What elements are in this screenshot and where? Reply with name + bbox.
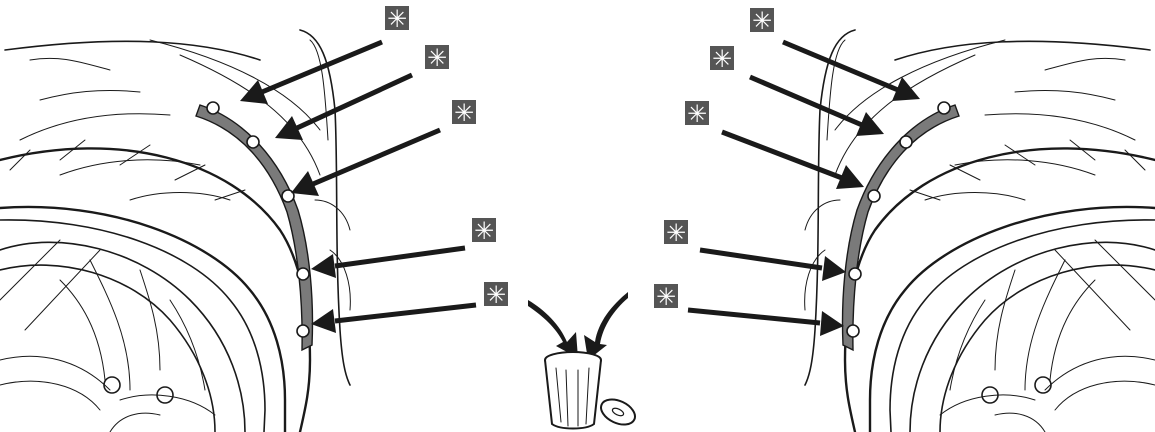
right-wheel-arch: [804, 29, 1155, 432]
right-clip-2: [899, 135, 913, 149]
discard-arrow-right-icon: [584, 292, 628, 360]
left-wheel-arch-moulding: [195, 104, 314, 352]
left-clips: [206, 101, 310, 338]
left-badge-5: ✳: [484, 281, 508, 309]
left-badges: ✳ ✳ ✳ ✳ ✳: [385, 5, 508, 309]
svg-text:✳: ✳: [687, 100, 707, 128]
right-arrows: [687, 39, 920, 336]
svg-text:✳: ✳: [474, 217, 494, 245]
right-badge-5: ✳: [654, 283, 678, 311]
left-wheel-arch: [0, 29, 351, 432]
right-wheel-arch-moulding: [841, 104, 960, 352]
right-badge-3: ✳: [685, 100, 709, 128]
left-badge-3: ✳: [452, 99, 476, 127]
right-clip-4: [848, 267, 862, 281]
right-clip-5: [846, 324, 860, 338]
svg-text:✳: ✳: [656, 283, 676, 311]
trash-bin-icon: [528, 292, 636, 430]
svg-text:✳: ✳: [712, 45, 732, 73]
right-badge-1: ✳: [750, 7, 774, 35]
left-arrows: [240, 39, 477, 333]
discard-arrow-left-icon: [528, 300, 578, 358]
left-clip-4: [296, 267, 310, 281]
left-clip-2: [246, 135, 260, 149]
left-badge-2: ✳: [425, 44, 449, 72]
svg-text:✳: ✳: [486, 281, 506, 309]
svg-text:✳: ✳: [387, 5, 407, 33]
right-clip-3: [867, 189, 881, 203]
left-badge-4: ✳: [472, 217, 496, 245]
right-badge-4: ✳: [664, 219, 688, 247]
right-badge-2: ✳: [710, 45, 734, 73]
left-clip-5: [296, 324, 310, 338]
right-clip-1: [937, 101, 951, 115]
left-badge-1: ✳: [385, 5, 409, 33]
left-clip-1: [206, 101, 220, 115]
svg-text:✳: ✳: [427, 44, 447, 72]
svg-text:✳: ✳: [454, 99, 474, 127]
right-badges: ✳ ✳ ✳ ✳ ✳: [654, 7, 774, 311]
svg-text:✳: ✳: [666, 219, 686, 247]
right-clips: [846, 101, 951, 338]
svg-text:✳: ✳: [752, 7, 772, 35]
